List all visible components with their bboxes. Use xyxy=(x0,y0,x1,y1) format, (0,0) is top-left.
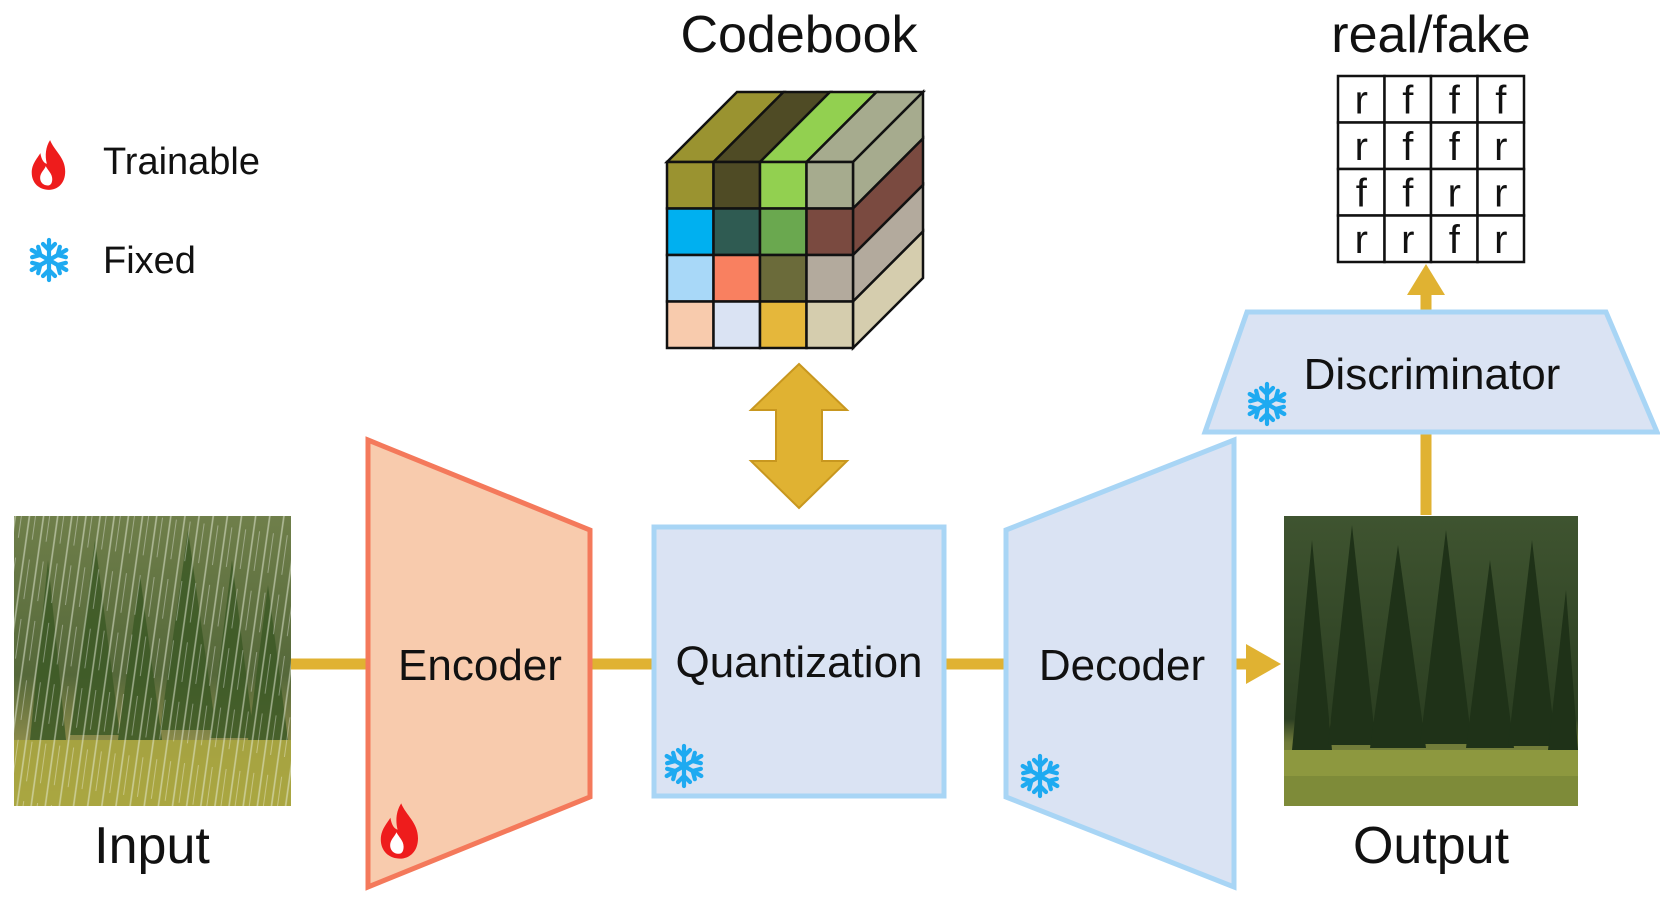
snowflake-icon xyxy=(29,240,70,280)
grid-cell-label: r xyxy=(1401,218,1414,262)
codebook-front-cell xyxy=(665,160,715,210)
grid-cell-label: r xyxy=(1494,125,1507,169)
codebook-front-cell xyxy=(758,207,808,257)
output-image xyxy=(1284,516,1578,806)
discriminator-block xyxy=(1201,309,1660,435)
legend: Trainable Fixed xyxy=(29,140,260,282)
grid-cell xyxy=(1429,214,1479,264)
connection-lines xyxy=(291,264,1445,684)
codebook-front-cell xyxy=(805,207,855,257)
codebook-front-cell xyxy=(805,253,855,303)
grid-cell xyxy=(1476,74,1526,124)
codebook-front-cell xyxy=(712,207,762,257)
codebook-front-cell xyxy=(712,300,762,350)
decoder-to-output-arrowhead xyxy=(1246,644,1281,684)
codebook-front-cell xyxy=(665,253,715,303)
codebook-front-cell xyxy=(712,160,762,210)
decoder-label: Decoder xyxy=(1039,641,1205,690)
output-label: Output xyxy=(1353,817,1510,875)
codebook-front-cell xyxy=(758,160,808,210)
input-image xyxy=(14,516,291,806)
grid-cell-label: f xyxy=(1402,125,1414,169)
grid-cell-label: r xyxy=(1355,125,1368,169)
grid-cell xyxy=(1476,167,1526,217)
grid-cell xyxy=(1476,121,1526,171)
grid-cell-label: r xyxy=(1448,171,1461,215)
codebook-cube xyxy=(663,88,927,352)
codebook-front-cell xyxy=(805,160,855,210)
grid-cell-label: f xyxy=(1495,78,1507,122)
encoder-block xyxy=(365,436,593,891)
grid-cell-label: f xyxy=(1356,171,1368,215)
quantization-label: Quantization xyxy=(675,638,922,687)
legend-fixed-label: Fixed xyxy=(103,240,196,282)
codebook-front-cell xyxy=(758,300,808,350)
grid-cell xyxy=(1429,74,1479,124)
codebook-quantization-double-arrow xyxy=(748,362,850,510)
grid-cell-label: r xyxy=(1494,171,1507,215)
legend-trainable-label: Trainable xyxy=(103,141,260,183)
input-label: Input xyxy=(94,817,210,875)
grid-cell xyxy=(1383,121,1433,171)
quantization-block xyxy=(651,524,947,799)
codebook-label: Codebook xyxy=(680,6,918,64)
discriminator-to-grid-arrowhead xyxy=(1407,264,1445,295)
codebook-front-cell xyxy=(758,253,808,303)
codebook-front-cell xyxy=(712,253,762,303)
grid-cell-label: f xyxy=(1449,125,1461,169)
grid-cell-label: f xyxy=(1449,78,1461,122)
discriminator-label: Discriminator xyxy=(1304,350,1561,399)
grid-cell-label: r xyxy=(1494,218,1507,262)
encoder-label: Encoder xyxy=(398,641,562,690)
codebook-front-cell xyxy=(665,300,715,350)
grid-cell xyxy=(1336,167,1386,217)
grid-cell-label: f xyxy=(1402,78,1414,122)
codebook-front-cell xyxy=(805,300,855,350)
grid-cell xyxy=(1476,214,1526,264)
grid-cell-label: f xyxy=(1402,171,1414,215)
decoder-block xyxy=(1003,436,1237,891)
real-fake-label: real/fake xyxy=(1331,6,1530,64)
grid-cell-label: r xyxy=(1355,218,1368,262)
flame-icon xyxy=(31,140,66,190)
grid-cell xyxy=(1336,214,1386,264)
grid-cell-label: r xyxy=(1355,78,1368,122)
grid-cell-label: f xyxy=(1449,218,1461,262)
codebook-front-cell xyxy=(665,207,715,257)
